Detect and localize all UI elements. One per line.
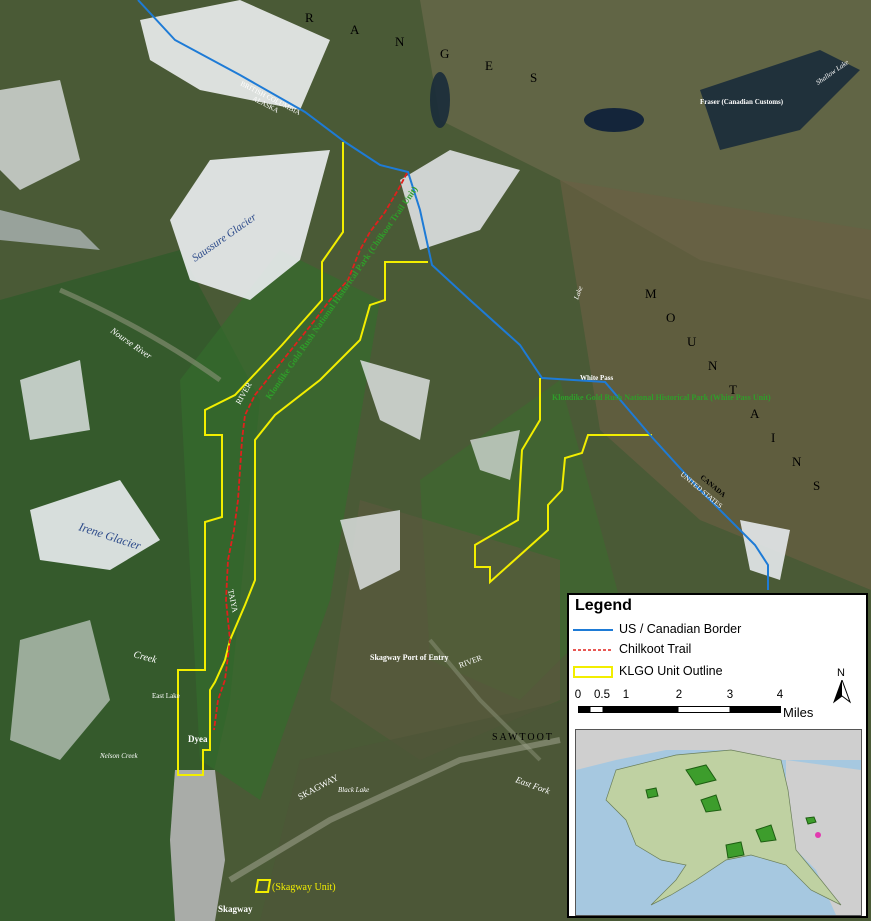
ridge-letter: T [729,382,737,397]
scale-bar: 0 0.5 1 2 3 4 Miles [575,689,860,729]
legend-item-unit-outline: KLGO Unit Outline [569,663,866,681]
ridge-letter: I [771,430,775,445]
scale-bar-graphic [578,706,781,713]
ridge-letter: M [645,286,657,301]
legend-item-border: US / Canadian Border [569,621,866,639]
legend-label-border: US / Canadian Border [619,622,742,636]
label-fraser: Fraser (Canadian Customs) [700,98,784,106]
ridge-letter: N [708,358,718,373]
range-label: R A N G E S [305,10,537,85]
label-skagway: Skagway [218,904,253,914]
north-arrow: N [831,667,853,707]
ridge-letter: R [305,10,314,25]
legend-label-trail: Chilkoot Trail [619,642,692,656]
scale-tick: 4 [776,689,784,701]
label-white-pass: White Pass [580,374,614,382]
north-arrow-icon [833,680,851,704]
scale-tick: 0 [574,689,582,701]
ridge-letter: S [813,478,820,493]
border-line-icon [573,629,613,631]
legend-panel: Legend US / Canadian Border Chilkoot Tra… [567,593,868,918]
legend-title: Legend [575,597,632,614]
scale-tick: 0.5 [594,689,610,701]
label-skagway-unit: (Skagway Unit) [272,882,336,893]
scale-tick: 1 [622,689,630,701]
ridge-letter: N [792,454,802,469]
label-black-lake: Black Lake [338,786,369,794]
ridge-letter: S [530,70,537,85]
ridge-letter: A [350,22,360,37]
scale-tick: 3 [726,689,734,701]
ridge-letter: N [395,34,405,49]
legend-item-trail: Chilkoot Trail [569,641,866,659]
alaska-inset-map [575,729,862,916]
ridge-letter: E [485,58,493,73]
ridge-letter: O [666,310,675,325]
unit-outline-icon [573,666,613,678]
ridge-letter: U [687,334,697,349]
label-east-lake: East Lake [152,692,180,700]
legend-label-unit-outline: KLGO Unit Outline [619,664,723,678]
label-white-pass-unit: Klondike Gold Rush National Historical P… [552,393,771,402]
scale-tick: 2 [675,689,683,701]
ridge-letter: A [750,406,760,421]
scale-unit: Miles [783,705,814,720]
trail-line-icon [573,649,613,651]
label-nelson-creek: Nelson Creek [99,752,139,760]
ridge-letter: G [440,46,449,61]
north-label: N [837,667,845,679]
label-skagway-port: Skagway Port of Entry [370,653,448,662]
label-dyea: Dyea [188,734,208,744]
label-sawtooth: SAWTOOT [492,732,554,743]
